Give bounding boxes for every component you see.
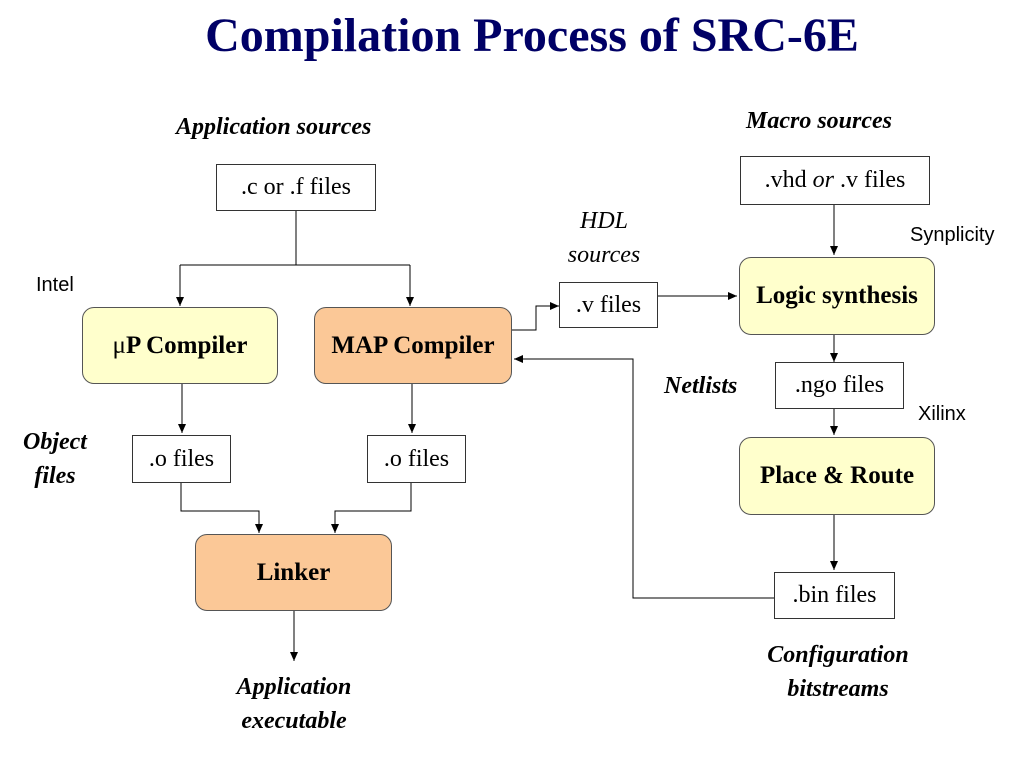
process-place-route: Place & Route [739, 437, 935, 515]
page-title: Compilation Process of SRC-6E [205, 9, 859, 62]
file-box-bin-files: .bin files [774, 572, 895, 619]
file-box-o-files-left: .o files [132, 435, 231, 483]
tool-label-xilinx: Xilinx [918, 403, 966, 425]
file-box-o-files-right: .o files [367, 435, 466, 483]
label-macro-sources: Macro sources [746, 108, 893, 134]
file-box-ngo-files: .ngo files [775, 362, 904, 409]
wire-cfiles-split [180, 211, 410, 266]
file-box-c-or-f: .c or .f files [216, 164, 376, 211]
file-box-v-files: .v files [559, 282, 658, 328]
arrow-ofiles-right-to-linker [331, 483, 412, 533]
label-configuration-bitstreams: Configuration bitstreams [767, 642, 909, 702]
tool-label-intel: Intel [36, 274, 74, 296]
process-map-compiler: MAP Compiler [314, 307, 512, 384]
tool-label-synplicity: Synplicity [910, 224, 995, 246]
process-linker: Linker [195, 534, 392, 611]
label-application-executable: Application executable [236, 674, 352, 734]
label-object-files: Object files [23, 429, 87, 489]
arrow-bin-to-map-compiler [514, 355, 774, 599]
arrow-map-to-vfiles [512, 302, 559, 331]
label-application-sources: Application sources [176, 114, 372, 140]
label-netlists: Netlists [664, 373, 738, 399]
process-logic-synthesis: Logic synthesis [739, 257, 935, 335]
label-hdl-sources: HDL sources [567, 208, 641, 268]
file-box-vhd-or-v: .vhd or .v files [740, 156, 930, 205]
arrow-ofiles-left-to-linker [180, 483, 263, 533]
